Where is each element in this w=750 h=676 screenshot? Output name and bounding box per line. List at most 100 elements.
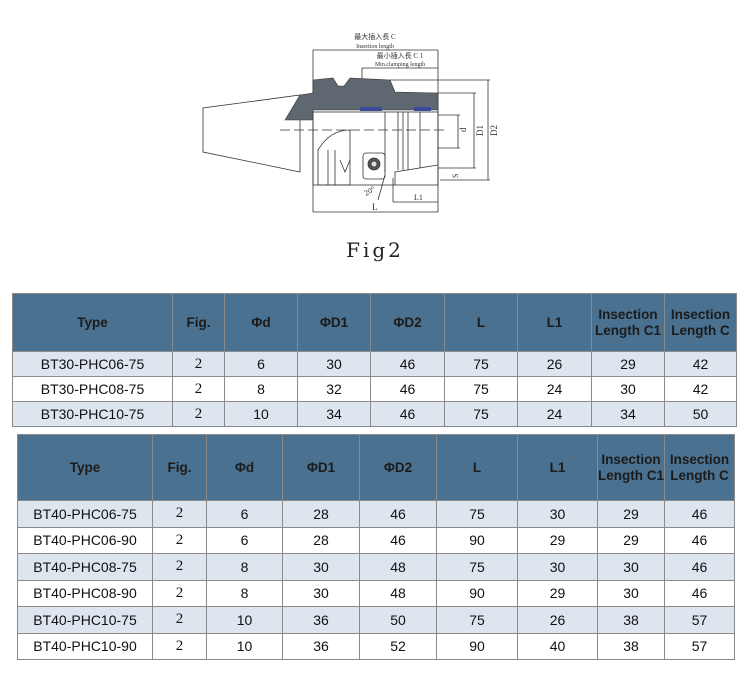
cell-type: BT40-PHC06-75 [17, 500, 153, 528]
cell-L: 75 [436, 553, 518, 581]
cell-C: 57 [664, 632, 735, 660]
cell-L1: 29 [517, 526, 598, 554]
cell-D1: 36 [282, 632, 360, 660]
cell-fig: 2 [172, 351, 225, 377]
cell-L1: 26 [517, 351, 592, 377]
cell-d: 8 [206, 579, 283, 607]
header-d: Φd [206, 434, 283, 501]
header-L: L [436, 434, 518, 501]
cell-C: 42 [664, 351, 737, 377]
cell-L: 75 [444, 401, 518, 427]
header-D1: ΦD1 [297, 293, 371, 352]
cell-L: 75 [444, 376, 518, 402]
clamp-strip [360, 107, 382, 111]
cell-type: BT30-PHC10-75 [12, 401, 173, 427]
cell-type: BT30-PHC06-75 [12, 351, 173, 377]
header-type: Type [12, 293, 173, 352]
cell-C1: 29 [597, 526, 665, 554]
cell-C: 46 [664, 579, 735, 607]
cell-L1: 26 [517, 606, 598, 634]
figure-caption: Fig2 [346, 238, 404, 262]
cell-D1: 36 [282, 606, 360, 634]
max-insertion-en: Insertion length [356, 44, 394, 50]
dim-L: L [372, 202, 378, 212]
cell-D1: 32 [297, 376, 371, 402]
min-insertion-cn: 最小插入長 C 1 [377, 51, 424, 60]
cell-fig: 2 [152, 526, 207, 554]
header-D2: ΦD2 [359, 434, 437, 501]
cell-L: 75 [444, 351, 518, 377]
clamp-strip [414, 107, 431, 111]
cell-C1: 38 [597, 632, 665, 660]
cell-C1: 30 [597, 553, 665, 581]
dim-L1: L1 [414, 193, 423, 202]
cell-fig: 2 [172, 401, 225, 427]
cell-L1: 24 [517, 376, 592, 402]
cell-D1: 30 [297, 351, 371, 377]
cell-L1: 30 [517, 553, 598, 581]
cell-d: 10 [224, 401, 298, 427]
taper-shank [202, 94, 301, 173]
header-type: Type [17, 434, 153, 501]
cell-L: 75 [436, 606, 518, 634]
cell-d: 10 [206, 632, 283, 660]
cell-D2: 46 [370, 351, 445, 377]
cell-C: 42 [664, 376, 737, 402]
dim-S: S [451, 174, 460, 178]
cell-C1: 30 [597, 579, 665, 607]
cell-D1: 28 [282, 500, 360, 528]
cell-fig: 2 [152, 579, 207, 607]
header-D2: ΦD2 [370, 293, 445, 352]
cell-L: 90 [436, 632, 518, 660]
cell-D2: 46 [370, 376, 445, 402]
cell-d: 10 [206, 606, 283, 634]
cell-D2: 52 [359, 632, 437, 660]
header-L1: L1 [517, 293, 592, 352]
dim-D1: D1 [475, 125, 485, 136]
cell-C: 46 [664, 500, 735, 528]
cell-d: 8 [206, 553, 283, 581]
header-C1: Insection Length C1 [591, 293, 665, 352]
cell-L1: 30 [517, 500, 598, 528]
cell-D2: 46 [359, 500, 437, 528]
cell-L: 90 [436, 579, 518, 607]
header-C: Insection Length C [664, 293, 737, 352]
cell-fig: 2 [172, 376, 225, 402]
cell-C1: 29 [591, 351, 665, 377]
cell-fig: 2 [152, 632, 207, 660]
dim-d: d [458, 127, 468, 132]
header-L: L [444, 293, 518, 352]
header-L1: L1 [517, 434, 598, 501]
cell-C: 46 [664, 553, 735, 581]
cell-L1: 24 [517, 401, 592, 427]
cell-type: BT40-PHC08-90 [17, 579, 153, 607]
cell-type: BT40-PHC10-90 [17, 632, 153, 660]
cell-C: 50 [664, 401, 737, 427]
cell-D1: 30 [282, 579, 360, 607]
cell-fig: 2 [152, 606, 207, 634]
max-insertion-cn: 最大插入長 C [354, 32, 396, 41]
header-fig: Fig. [172, 293, 225, 352]
cell-L: 90 [436, 526, 518, 554]
cell-D2: 48 [359, 579, 437, 607]
cell-d: 8 [224, 376, 298, 402]
cell-type: BT30-PHC08-75 [12, 376, 173, 402]
cell-C: 57 [664, 606, 735, 634]
cell-d: 6 [224, 351, 298, 377]
min-insertion-en: Min.clamping length [375, 62, 425, 68]
cell-C1: 29 [597, 500, 665, 528]
header-C: Insection Length C [664, 434, 735, 501]
cell-D1: 30 [282, 553, 360, 581]
cell-d: 6 [206, 500, 283, 528]
cell-L: 75 [436, 500, 518, 528]
angle-label: 20° [363, 184, 377, 197]
